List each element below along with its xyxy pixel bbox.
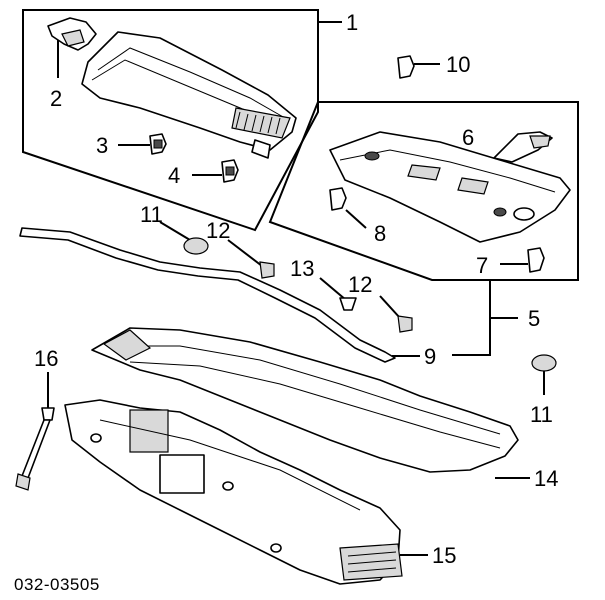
bolt-7 (500, 247, 545, 273)
diagram-part-number: 032-03505 (14, 575, 100, 594)
callout-16: 16 (34, 346, 58, 371)
callout-12-upper: 12 (206, 218, 230, 243)
callout-12-lower: 12 (348, 272, 372, 297)
wiper-clip-2 (47, 17, 97, 78)
plug-11-left (159, 221, 209, 255)
bolt-10 (397, 55, 440, 79)
cowl-upper-14 (91, 327, 519, 473)
callout-2: 2 (50, 86, 62, 111)
callout-9: 9 (424, 344, 436, 369)
clip-13 (319, 277, 357, 311)
callout-1: 1 (346, 10, 358, 35)
group-box-5 (268, 101, 579, 281)
callout-10: 10 (446, 52, 470, 77)
bolt-4 (192, 159, 239, 183)
callout-13: 13 (290, 256, 314, 281)
callout-8: 8 (374, 221, 386, 246)
clip-12-lower (379, 295, 413, 333)
rod-16 (15, 372, 55, 491)
group-box-1 (22, 9, 319, 232)
cowl-lower-15 (64, 399, 403, 585)
cowl-top-right (329, 131, 571, 243)
seal-strip-9 (19, 227, 396, 363)
clip-12-upper (227, 239, 275, 279)
bolt-8 (329, 187, 367, 229)
callout-15: 15 (432, 543, 456, 568)
callout-6: 6 (462, 125, 474, 150)
callout-11-right: 11 (530, 402, 553, 427)
callout-14: 14 (534, 466, 558, 491)
cowl-top-left (81, 31, 297, 159)
callout-11-left: 11 (140, 202, 163, 227)
callout-3: 3 (96, 133, 108, 158)
callout-5: 5 (528, 306, 540, 331)
wiper-clip-6 (493, 131, 553, 163)
bolt-3 (118, 133, 167, 155)
plug-11-right (531, 354, 557, 395)
callout-4: 4 (168, 163, 180, 188)
callout-7: 7 (476, 253, 488, 278)
